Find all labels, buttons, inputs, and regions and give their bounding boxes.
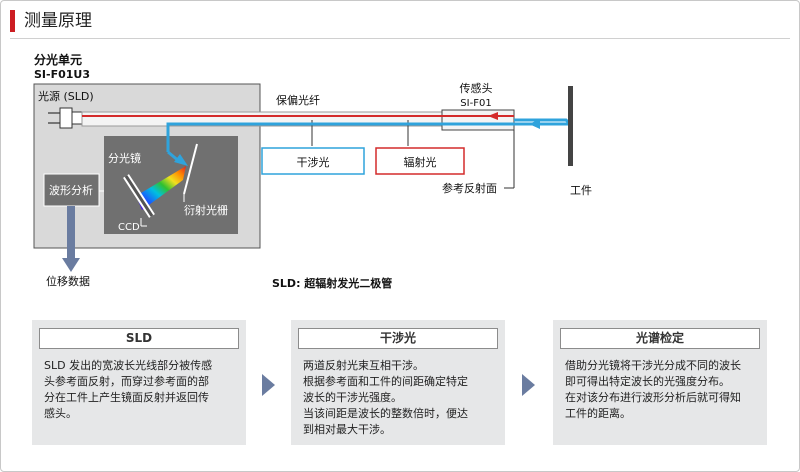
next-arrow-icon: [522, 374, 535, 396]
return-arrow-head: [529, 119, 540, 129]
panel-spectral-line: 工件的距离。: [565, 407, 631, 420]
spectrometer-label: 分光镜: [108, 151, 141, 165]
unit-model: SI-F01U3: [34, 68, 90, 81]
sld-source-icon: [59, 107, 73, 129]
panel-sld-line: SLD 发出的宽波长光线部分被传感: [44, 359, 213, 372]
diffraction-grating-icon: [183, 143, 198, 195]
sld-note: SLD: 超辐射发光二极管: [272, 276, 392, 290]
panel-interference-body: 两道反射光束互相干涉。 根据参考面和工件的间距确定特定 波长的干涉光强度。 当该…: [303, 358, 499, 438]
interference-return-path: [166, 122, 570, 152]
reflected-arrow-head: [488, 112, 498, 120]
ccd-sensor-core: [124, 175, 154, 217]
sld-source-tip: [71, 111, 83, 125]
to-grating-arrow-head: [174, 154, 188, 166]
sensor-head-label: 传感头: [460, 82, 493, 95]
panel-sld-line: 感头。: [44, 407, 77, 420]
next-arrow-icon: [262, 374, 275, 396]
workpiece-label: 工件: [570, 184, 592, 197]
panel-interference-title: 干涉光: [298, 328, 498, 349]
panel-spectral-title: 光谱检定: [560, 328, 760, 349]
panel-interference-line: 到相对最大干涉。: [303, 423, 391, 436]
panel-sld-line: 头参考面反射，而穿过参考面的部: [44, 375, 209, 388]
panel-interference-line: 两道反射光束互相干涉。: [303, 359, 424, 372]
displacement-arrow-head: [62, 258, 80, 272]
panel-sld: SLD SLD 发出的宽波长光线部分被传感 头参考面反射，而穿过参考面的部 分在…: [32, 320, 246, 445]
panel-interference-line: 当该间距是波长的整数倍时，便达: [303, 407, 468, 420]
radiation-legend-label: 辐射光: [404, 155, 437, 169]
principle-diagram: 分光单元 SI-F01U3 光源 (SLD) 波形分析 位移数据 保偏光纤 传感…: [33, 52, 592, 290]
fiber-label: 保偏光纤: [276, 93, 320, 107]
panel-sld-body: SLD 发出的宽波长光线部分被传感 头参考面反射，而穿过参考面的部 分在工件上产…: [44, 358, 240, 422]
light-source-label: 光源 (SLD): [38, 89, 94, 103]
ref-surface-label: 参考反射面: [442, 181, 497, 195]
waveform-label: 波形分析: [49, 183, 93, 197]
panel-interference-line: 波长的干涉光强度。: [303, 391, 402, 404]
page-title: 测量原理: [24, 11, 92, 31]
displacement-label: 位移数据: [46, 274, 90, 288]
sensor-head-icon: [441, 109, 515, 131]
displacement-arrow-shaft: [67, 206, 75, 258]
unit-name: 分光单元: [34, 52, 82, 67]
interference-legend-label: 干涉光: [297, 155, 330, 169]
panel-spectral-line: 即可得出特定波长的光强度分布。: [565, 375, 730, 388]
panel-interference-line: 根据参考面和工件的间距确定特定: [303, 375, 468, 388]
panel-spectral-body: 借助分光镜将干涉光分成不同的波长 即可得出特定波长的光强度分布。 在对该分布进行…: [565, 358, 761, 422]
title-accent-bar: [10, 10, 15, 32]
panel-spectral: 光谱检定 借助分光镜将干涉光分成不同的波长 即可得出特定波长的光强度分布。 在对…: [553, 320, 767, 445]
title-divider: [10, 38, 790, 39]
panel-spectral-line: 在对该分布进行波形分析后就可得知: [565, 391, 741, 404]
grating-label: 衍射光栅: [184, 203, 228, 217]
interference-legend-box: [261, 147, 365, 175]
panel-sld-title: SLD: [39, 328, 239, 349]
workpiece-icon: [568, 86, 573, 166]
panel-sld-line: 分在工件上产生镜面反射并返回传: [44, 391, 209, 404]
ccd-label: CCD: [118, 222, 140, 233]
panel-spectral-line: 借助分光镜将干涉光分成不同的波长: [565, 359, 741, 372]
sensor-head-model: SI-F01: [460, 98, 491, 109]
spectrum-fan: [136, 166, 186, 210]
radiation-legend-box: [375, 147, 465, 175]
panel-interference: 干涉光 两道反射光束互相干涉。 根据参考面和工件的间距确定特定 波长的干涉光强度…: [291, 320, 505, 445]
